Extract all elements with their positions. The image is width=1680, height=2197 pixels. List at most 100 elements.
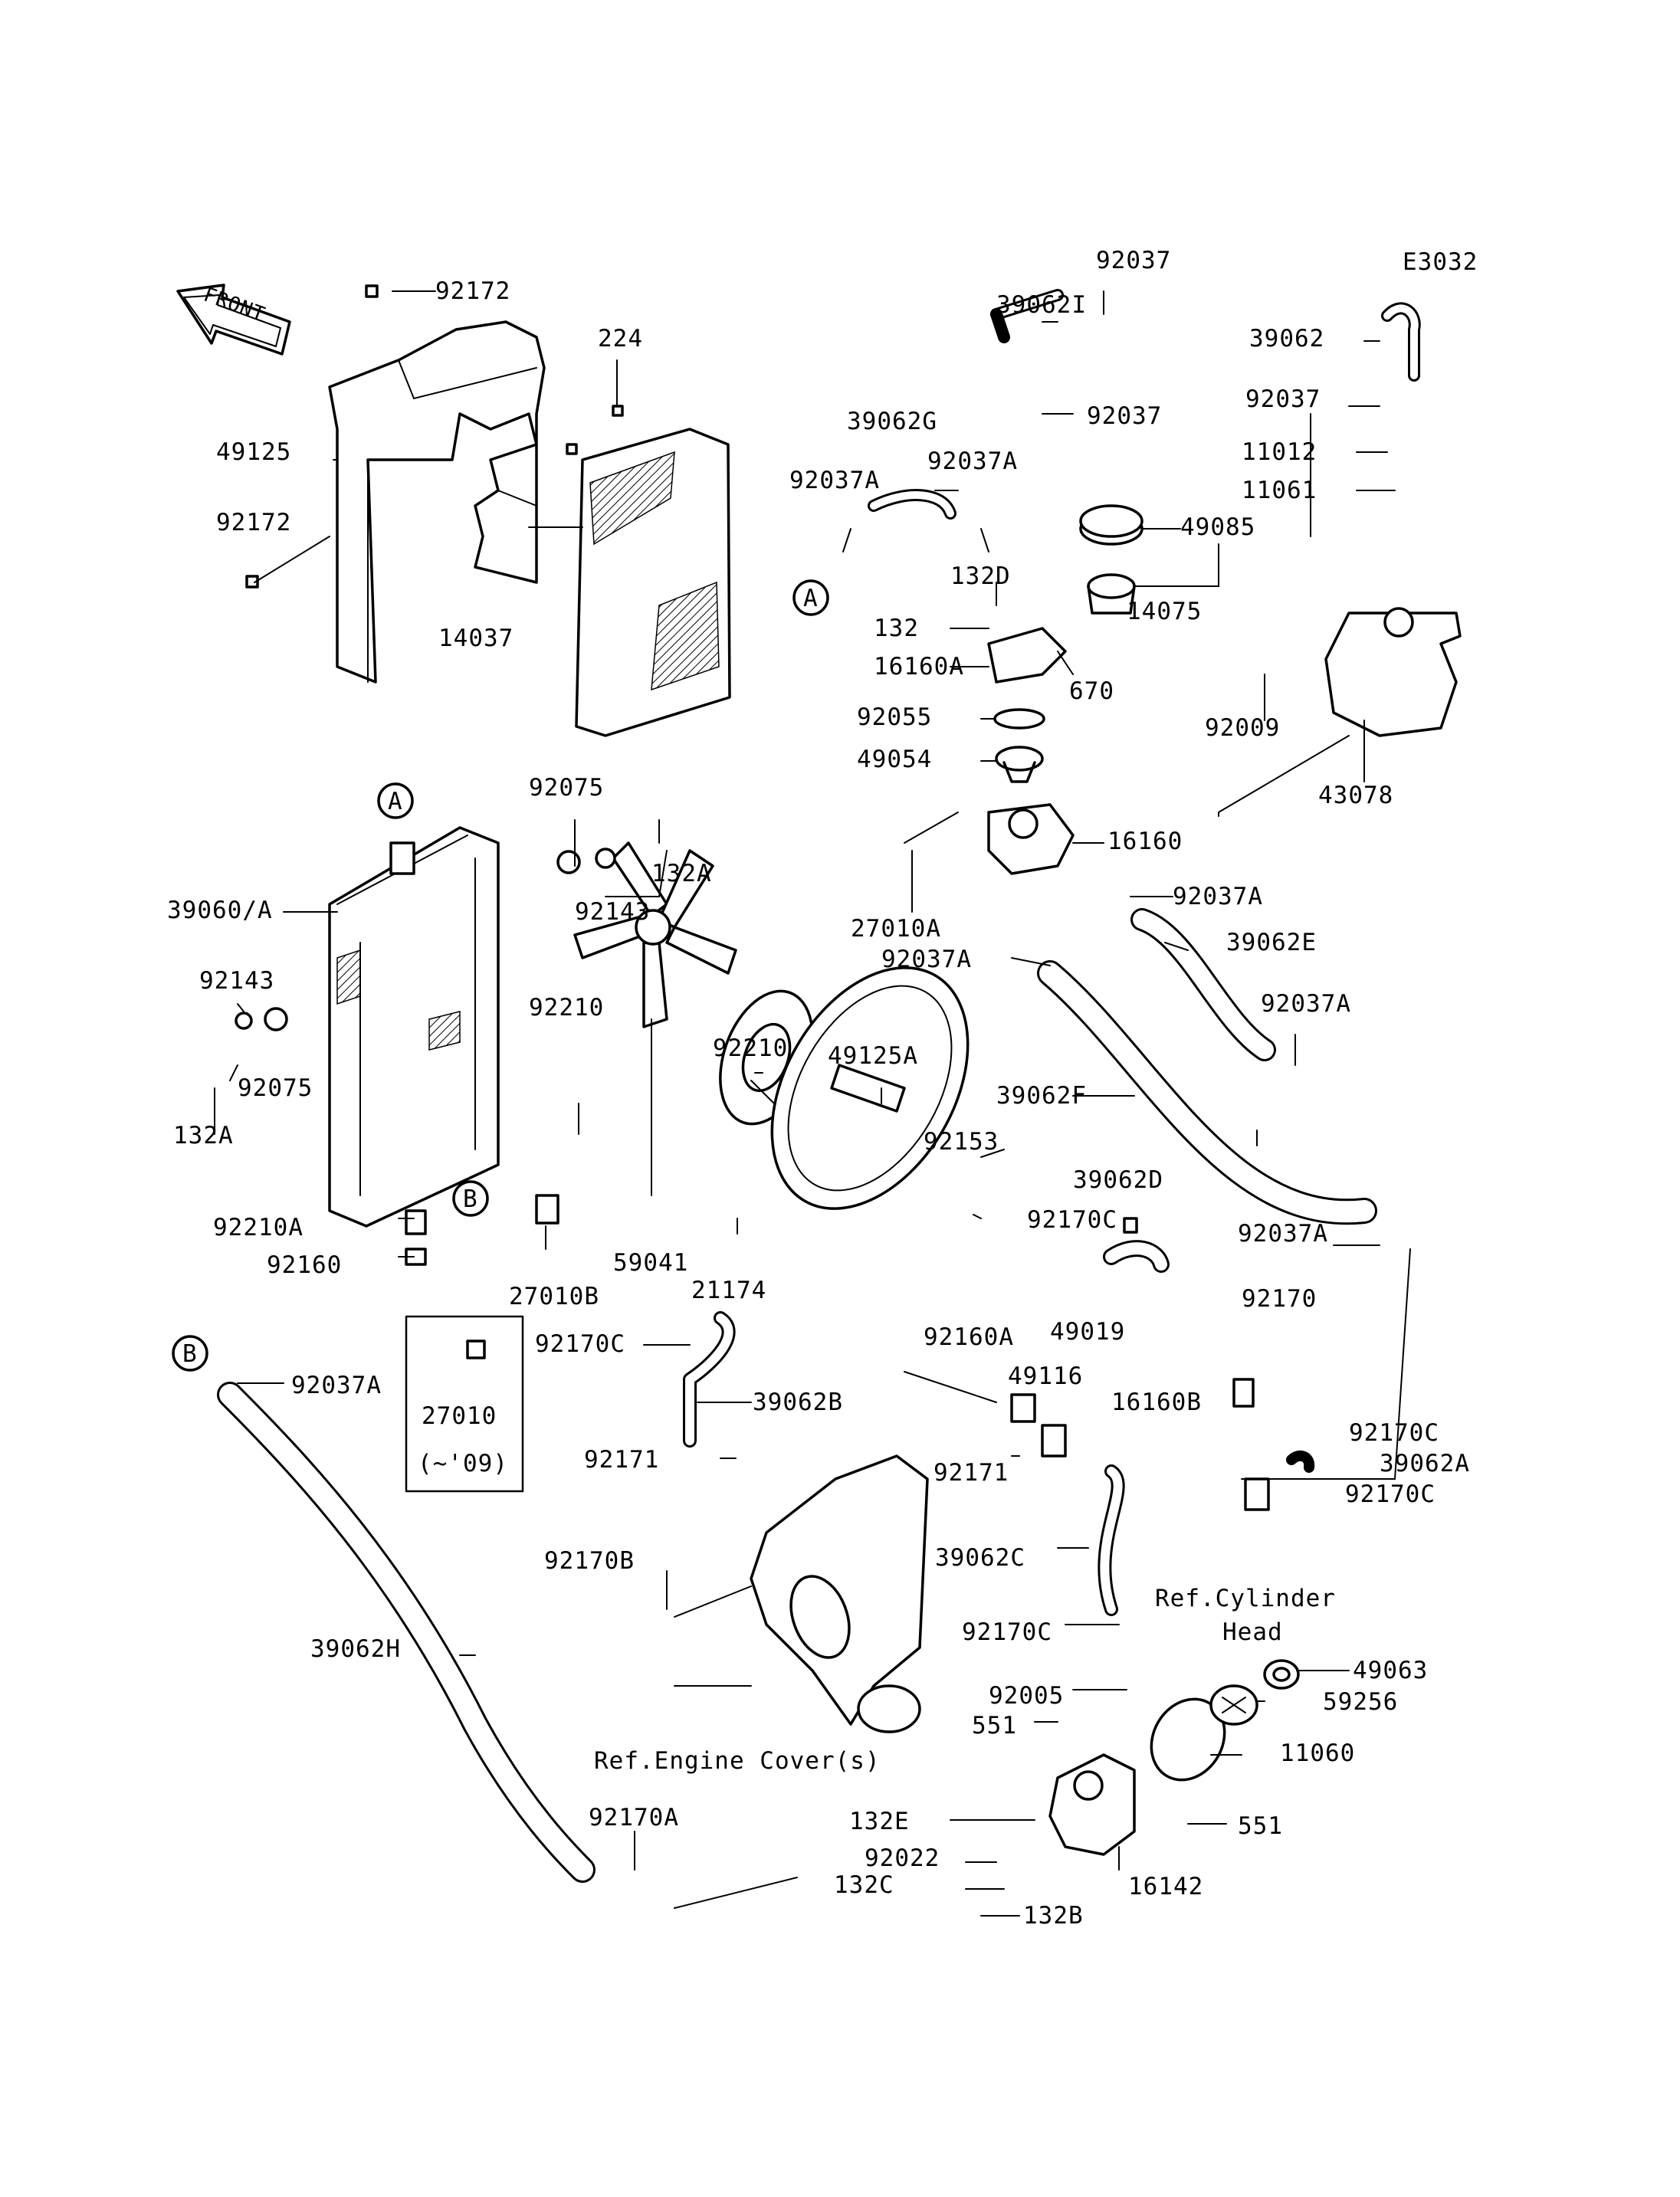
part-label: 92170 [1242, 1285, 1317, 1313]
diagram-code: E3032 [1403, 248, 1478, 276]
leader-lines [214, 290, 1411, 1917]
part-label: 27010B [509, 1283, 599, 1310]
part-label: 551 [1238, 1812, 1283, 1840]
part-label: 11012 [1242, 438, 1317, 466]
callout-b-hose: B [172, 1335, 208, 1372]
part-label: 92037A [881, 946, 972, 973]
part-label: 92022 [865, 1844, 940, 1872]
part-label: 92160A [924, 1323, 1014, 1351]
part-label: 92005 [989, 1682, 1064, 1710]
svg-text:B: B [463, 1185, 478, 1213]
part-label: 92037A [1261, 990, 1351, 1018]
part-label: 92170C [962, 1618, 1052, 1646]
part-label: 132D [950, 562, 1011, 590]
part-label: 21174 [691, 1277, 766, 1304]
part-labels: 92172 49125 92172224140379203739062I9203… [167, 247, 1470, 1930]
pump-cover-part [1150, 1697, 1226, 1782]
part-label: 92170B [544, 1547, 635, 1575]
thermostat-part [995, 746, 1044, 783]
part-label: 39062F [996, 1082, 1087, 1110]
part-label: 16160B [1111, 1389, 1202, 1416]
part-label: 92037 [1245, 385, 1321, 413]
part-label: 92037A [1173, 883, 1263, 910]
part-label: 92170A [589, 1804, 679, 1831]
hoses [217, 289, 1421, 1883]
part-label: 16142 [1128, 1873, 1203, 1900]
note-box-part: 27010 [422, 1402, 497, 1430]
svg-text:A: A [803, 585, 819, 612]
part-label: 49019 [1050, 1318, 1125, 1346]
part-label: 92170C [1345, 1481, 1436, 1508]
part-label: 39062H [310, 1635, 401, 1663]
part-label: 49125A [828, 1042, 918, 1070]
part-label: 92075 [238, 1074, 313, 1102]
part-label: 92160 [267, 1251, 342, 1279]
part-label: 27010A [851, 915, 941, 943]
part-label: 551 [972, 1712, 1017, 1740]
part-label: 49116 [1008, 1362, 1083, 1390]
note-box-note: (~'09) [418, 1450, 508, 1477]
impeller-part [1209, 1684, 1258, 1726]
callout-a-radiator: A [377, 782, 414, 819]
ref-cylinder-head-line2: Head [1222, 1618, 1283, 1646]
part-label: 132A [173, 1122, 234, 1149]
part-label: 92210 [713, 1035, 788, 1062]
note-box: 27010 (~'09) [405, 1315, 524, 1493]
part-label: 49085 [1180, 513, 1255, 541]
radiator-screen-part [575, 428, 731, 737]
svg-text:A: A [388, 788, 403, 815]
svg-text:B: B [182, 1340, 198, 1368]
part-label: 39062G [847, 408, 937, 435]
part-label: 39062A [1380, 1450, 1470, 1477]
part-label: 132A [651, 860, 712, 887]
part-label: 49125 [216, 438, 291, 466]
part-label: 92170C [1027, 1206, 1117, 1234]
part-label: 92055 [857, 703, 932, 731]
engine-cover-part [750, 1454, 929, 1733]
part-label: 39062I [996, 291, 1087, 319]
part-label: 39060/A [167, 897, 273, 924]
part-label: 92037A [1238, 1220, 1328, 1248]
part-label: 16160 [1107, 828, 1183, 855]
part-label: 39062E [1226, 929, 1317, 956]
fan-shroud-part [328, 320, 546, 684]
part-label: 92143 [575, 898, 650, 926]
part-label: 59041 [613, 1249, 688, 1277]
ref-engine-cover: Ref.Engine Cover(s) [594, 1747, 881, 1775]
part-label: 39062C [935, 1544, 1025, 1572]
radiator-part [328, 826, 500, 1228]
part-label: 92171 [584, 1446, 659, 1474]
part-label: 92075 [529, 774, 604, 802]
part-label: 92153 [924, 1128, 999, 1156]
reservoir-tank-part [1324, 607, 1462, 737]
part-label: 92210A [213, 1214, 304, 1241]
part-label: 670 [1069, 677, 1114, 705]
part-label: 92037 [1096, 247, 1171, 274]
part-label: 92170C [535, 1330, 625, 1358]
part-label: 92171 [934, 1459, 1009, 1487]
callout-a-top: A [792, 579, 829, 616]
thermostat-housing-part [987, 803, 1075, 875]
part-label: 224 [598, 325, 643, 353]
part-label: 132 [874, 615, 919, 642]
part-label: 92172 [216, 509, 291, 536]
thermostat-cover-part [987, 627, 1067, 684]
part-label: 132E [849, 1808, 910, 1835]
part-label: 92172 [435, 277, 510, 305]
part-label: 14075 [1127, 598, 1202, 625]
part-label: 92009 [1205, 714, 1280, 742]
part-label: 39062 [1249, 325, 1324, 353]
part-label: 92037A [789, 467, 880, 494]
part-label: 132C [834, 1871, 894, 1899]
callout-b-radiator: B [452, 1180, 489, 1217]
part-label: 16160A [874, 653, 964, 680]
part-label: 11060 [1280, 1740, 1355, 1767]
part-label: 92210 [529, 994, 604, 1021]
front-arrow-icon: FRONT [176, 284, 291, 356]
pump-seal-part [1263, 1659, 1300, 1690]
part-label: 49063 [1353, 1657, 1428, 1684]
fan-shroud-round-part [770, 966, 970, 1210]
part-label: 92170C [1349, 1419, 1439, 1447]
ref-cylinder-head-line1: Ref.Cylinder [1155, 1585, 1336, 1612]
